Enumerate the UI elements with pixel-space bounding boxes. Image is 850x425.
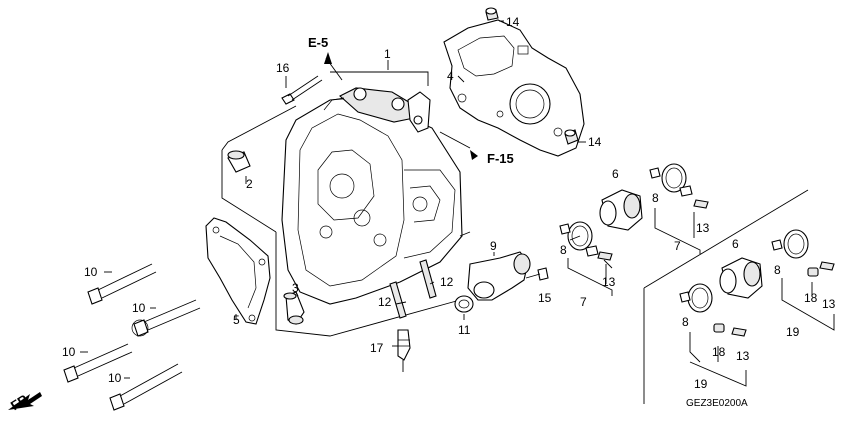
nut-8-upper-a bbox=[559, 223, 571, 235]
callout-8-a: 8 bbox=[560, 243, 567, 257]
callout-3: 3 bbox=[292, 281, 299, 295]
callout-2: 2 bbox=[246, 177, 253, 191]
callout-8-d: 8 bbox=[774, 263, 781, 277]
callout-14-b: 14 bbox=[588, 135, 602, 149]
callout-8-c: 8 bbox=[682, 315, 689, 329]
nut-8-lower-a bbox=[679, 291, 691, 303]
collar-18-lower-a bbox=[713, 323, 725, 333]
ref-f15: F-15 bbox=[487, 151, 514, 166]
insulator-6-upper bbox=[599, 189, 643, 231]
callout-13-a: 13 bbox=[602, 275, 616, 289]
callout-16: 16 bbox=[276, 61, 290, 75]
screw-13-lower-a bbox=[731, 327, 747, 337]
callout-8-b: 8 bbox=[652, 191, 659, 205]
insulator-3 bbox=[283, 291, 305, 325]
callout-14-a: 14 bbox=[506, 15, 520, 29]
bolt-10-c bbox=[63, 343, 133, 383]
callout-10-a: 10 bbox=[84, 265, 98, 279]
clamp-upper-b bbox=[661, 163, 693, 197]
callout-7-b: 7 bbox=[674, 239, 681, 253]
ref-e5: E-5 bbox=[308, 35, 328, 50]
callout-6-upper: 6 bbox=[612, 167, 619, 181]
screw-13-upper-a bbox=[597, 251, 613, 261]
callout-1: 1 bbox=[384, 47, 391, 61]
head-frame-lines bbox=[221, 71, 471, 337]
bolt-10-a bbox=[87, 263, 157, 305]
callout-19-b: 19 bbox=[786, 325, 800, 339]
callout-6-lower: 6 bbox=[732, 237, 739, 251]
stud-12-a bbox=[389, 281, 407, 319]
callout-18-b: 18 bbox=[804, 291, 818, 305]
nut-8-lower-b bbox=[771, 239, 783, 251]
collar-18-lower-b bbox=[807, 267, 819, 277]
cover-plate-5 bbox=[205, 217, 271, 325]
callout-12-a: 12 bbox=[378, 295, 392, 309]
callout-13-b: 13 bbox=[696, 221, 710, 235]
ref-e5-arrow bbox=[324, 52, 332, 64]
front-direction-arrow bbox=[8, 392, 42, 410]
intake-joint-9 bbox=[467, 251, 531, 301]
nut-8-upper-b bbox=[649, 167, 661, 179]
callout-10-b: 10 bbox=[132, 301, 146, 315]
stud-12-b bbox=[419, 259, 437, 299]
diagram-code: GEZ3E0200A bbox=[686, 398, 748, 409]
leader-lines bbox=[80, 20, 586, 379]
leaders-lower-group bbox=[689, 278, 835, 387]
spark-plug-17 bbox=[397, 329, 411, 372]
callout-15: 15 bbox=[538, 291, 552, 305]
callout-10-d: 10 bbox=[108, 371, 122, 385]
bolt-10-b bbox=[131, 299, 201, 337]
dowel-pin-bottom bbox=[564, 129, 579, 145]
bolt-15 bbox=[525, 267, 549, 281]
clamp-lower-b bbox=[783, 229, 809, 259]
callout-12-b: 12 bbox=[440, 275, 454, 289]
callout-5: 5 bbox=[233, 313, 240, 327]
callout-10-c: 10 bbox=[62, 345, 76, 359]
bolt-16 bbox=[281, 75, 323, 105]
ref-f15-arrow bbox=[470, 150, 478, 160]
clamp-lower-a bbox=[687, 283, 713, 313]
valve-guide-2 bbox=[227, 150, 251, 173]
callout-18-a: 18 bbox=[712, 345, 726, 359]
callout-11: 11 bbox=[458, 323, 471, 337]
cylinder-head bbox=[281, 87, 463, 305]
front-direction-label: FR. bbox=[8, 390, 34, 414]
screw-13-upper-b bbox=[693, 199, 709, 209]
bolt-10-d bbox=[109, 363, 183, 411]
insulator-6-lower bbox=[719, 257, 763, 299]
o-ring-11 bbox=[454, 295, 474, 313]
callout-4: 4 bbox=[447, 69, 454, 83]
leaders-upper-group bbox=[567, 208, 701, 296]
callout-17: 17 bbox=[370, 341, 384, 355]
callout-7-a: 7 bbox=[580, 295, 587, 309]
callout-13-c: 13 bbox=[736, 349, 750, 363]
callout-13-d: 13 bbox=[822, 297, 836, 311]
lower-variant-box bbox=[643, 189, 809, 404]
callout-19-a: 19 bbox=[694, 377, 708, 391]
callout-9: 9 bbox=[490, 239, 497, 253]
dowel-pin-top bbox=[485, 7, 499, 21]
head-gasket bbox=[443, 19, 585, 157]
screw-13-lower-b bbox=[819, 261, 835, 271]
